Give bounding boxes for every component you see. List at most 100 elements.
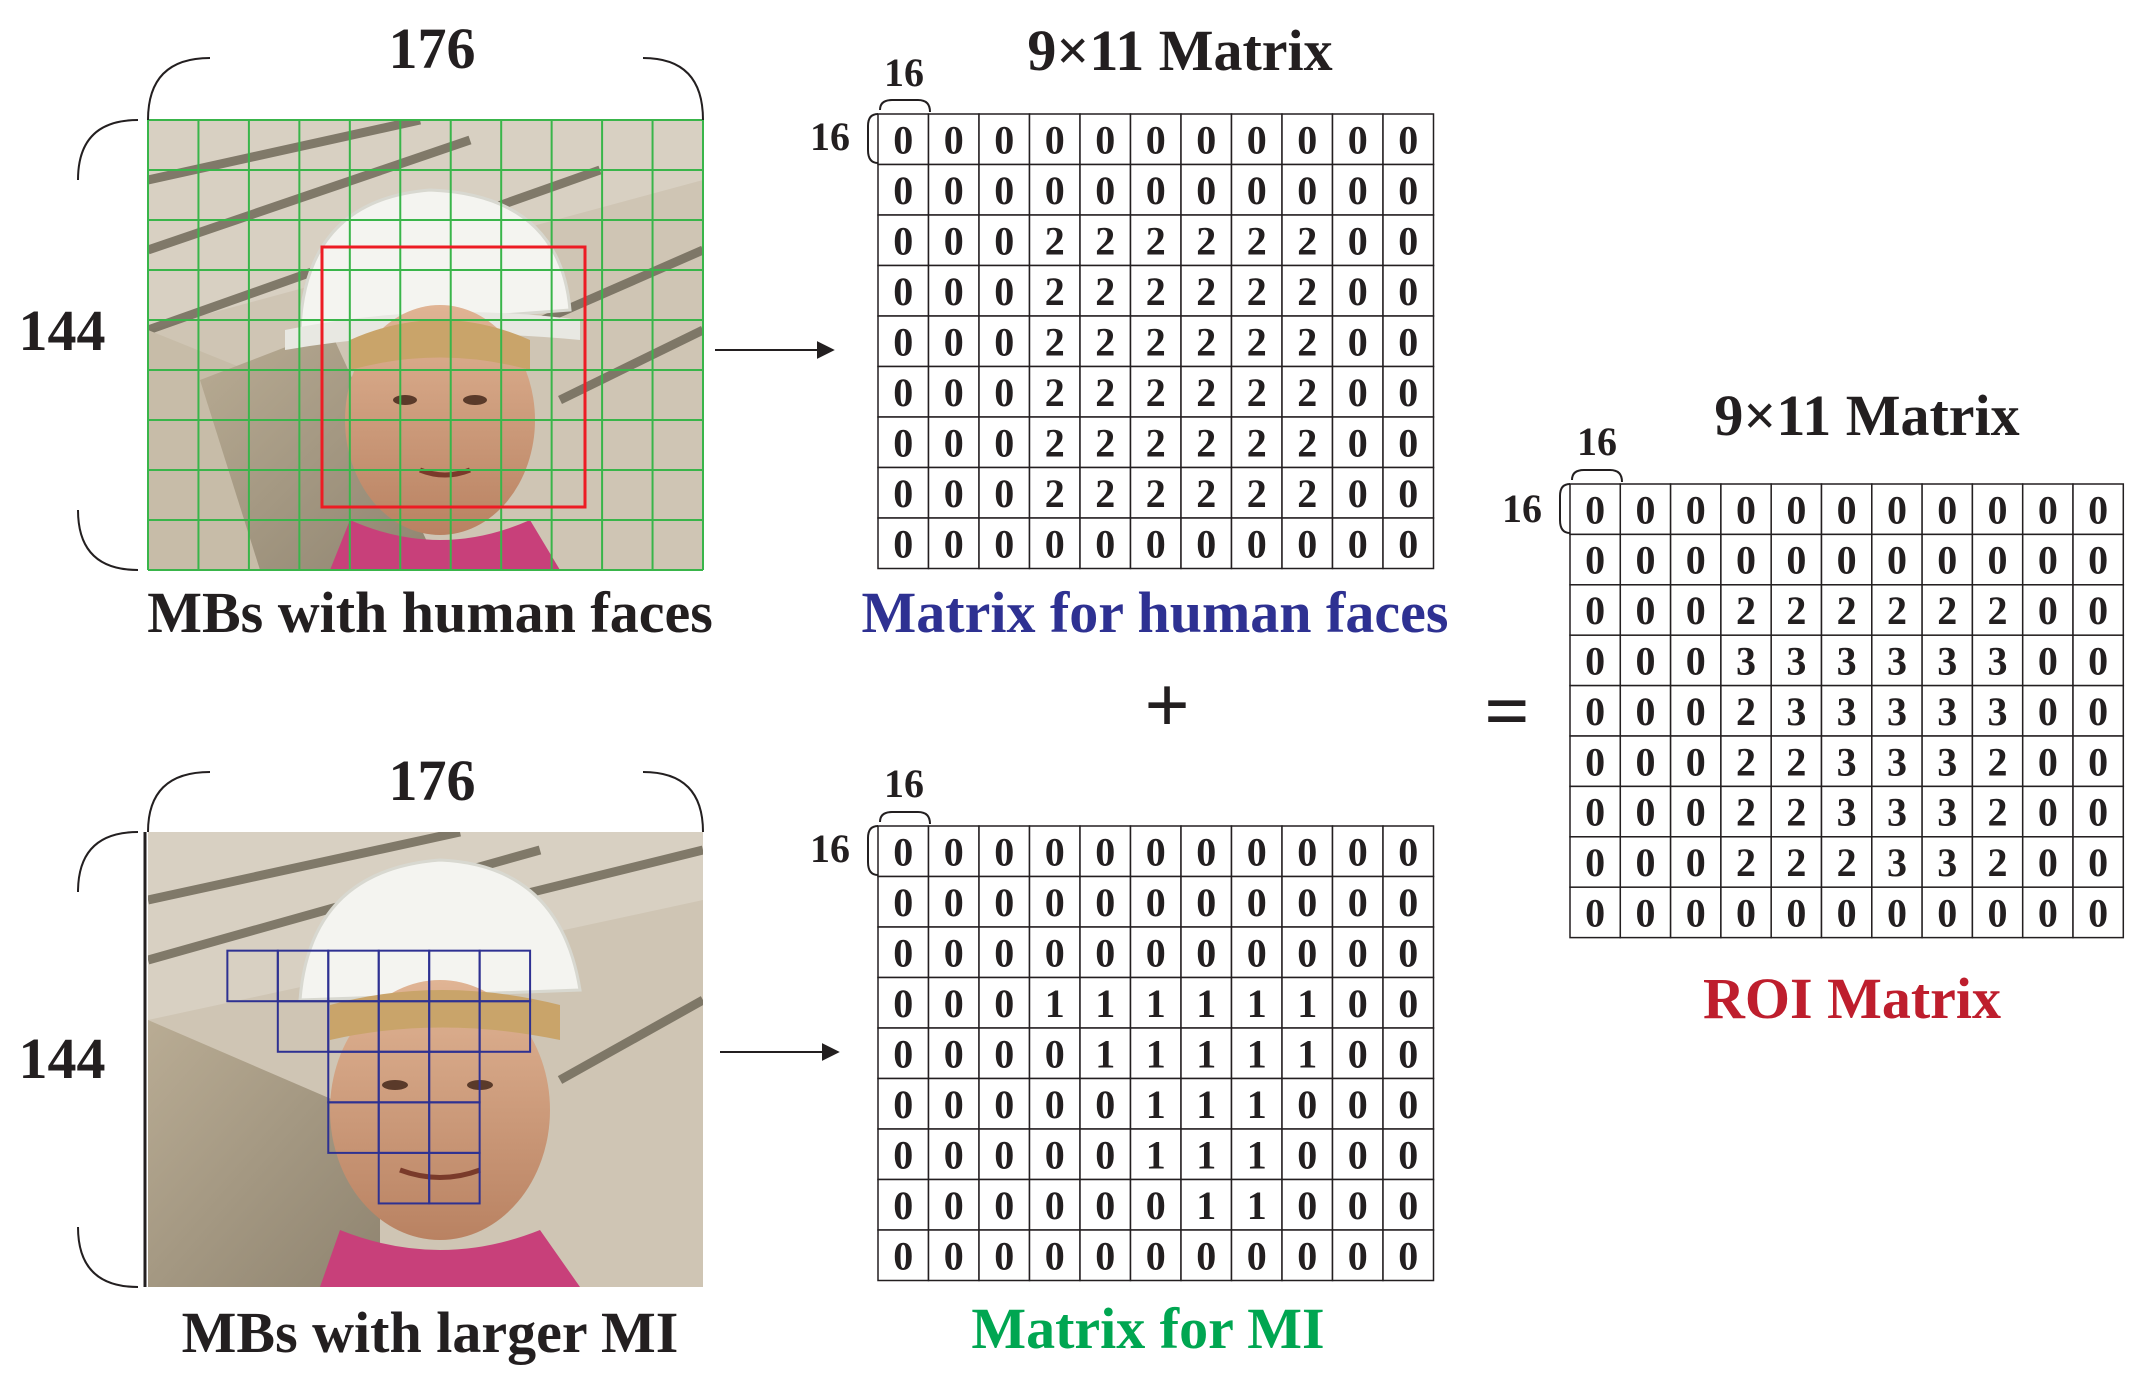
matrix-cell [927, 976, 980, 1029]
matrix-cell-value: 0 [2088, 588, 2108, 633]
matrix-cell [1382, 416, 1435, 469]
matrix-cell [1230, 1229, 1283, 1282]
matrix-cell [1669, 584, 1722, 636]
matrix-cell-value: 0 [1247, 880, 1267, 925]
matrix-cell [978, 976, 1031, 1029]
matrix-cell-value: 2 [1736, 689, 1756, 734]
matrix-cell [1820, 533, 1873, 586]
matrix-cell [1770, 483, 1823, 536]
matrix-cell-value: 1 [1247, 981, 1267, 1026]
matrix-cell-value: 2 [1297, 269, 1317, 314]
matrix-cell-value: 1 [1095, 981, 1115, 1026]
matrix-cell [2021, 836, 2074, 888]
matrix-cell-value: 0 [944, 471, 964, 516]
matrix-cell [1230, 466, 1283, 519]
matrix-cell-value: 2 [1837, 840, 1857, 885]
matrix-cell [1619, 684, 1672, 737]
matrix-cell [1180, 466, 1233, 519]
matrix-cell-value: 0 [1837, 487, 1857, 532]
matrix-cell [1921, 584, 1974, 636]
matrix-cell-value: 0 [2088, 891, 2108, 936]
matrix-cell-value: 2 [1146, 218, 1166, 263]
matrix-cell [1079, 466, 1132, 519]
matrix-cell [978, 416, 1031, 469]
matrix-cell-value: 3 [1786, 639, 1806, 684]
matrix-cell-value: 0 [944, 829, 964, 874]
matrix-cell-value: 1 [1196, 1082, 1216, 1127]
matrix-cell-value: 0 [1146, 1183, 1166, 1228]
matrix-cell-value: 1 [1297, 981, 1317, 1026]
matrix-cell-value: 0 [1686, 891, 1706, 936]
matrix-cell-value: 0 [1045, 117, 1065, 162]
matrix-cell-value: 0 [1297, 1183, 1317, 1228]
matrix-cell-value: 0 [1398, 981, 1418, 1026]
matrix-cell [1971, 684, 2024, 737]
matrix-cell [1129, 517, 1182, 570]
matrix-cell-value: 0 [1196, 930, 1216, 975]
matrix-cell-value: 2 [1988, 739, 2008, 784]
matrix-cell [1281, 113, 1334, 166]
matrix-cell-value: 1 [1146, 1082, 1166, 1127]
matrix-cell-value: 0 [994, 521, 1014, 566]
top-height-label: 144 [19, 298, 106, 363]
matrix-cell-value: 0 [1686, 639, 1706, 684]
matrix-cell-value: 0 [1686, 487, 1706, 532]
top-width-label: 176 [389, 16, 476, 81]
matrix-cell [1180, 214, 1233, 267]
matrix-cell [1871, 886, 1923, 939]
matrix-cell-value: 0 [893, 1082, 913, 1127]
matrix-cell-value: 0 [893, 1132, 913, 1177]
matrix-cell-value: 0 [944, 370, 964, 415]
matrix-cell [1079, 113, 1132, 166]
matrix-cell-value: 0 [1196, 117, 1216, 162]
matrix-cell [927, 926, 980, 979]
matrix-cell [1382, 163, 1435, 216]
matrix-cell-value: 0 [1398, 269, 1418, 314]
matrix-cell-value: 2 [1786, 840, 1806, 885]
matrix-cell [2021, 735, 2074, 788]
matrix-cell-value: 0 [2038, 588, 2058, 633]
matrix-cell [1180, 1077, 1233, 1130]
matrix-cell-value: 0 [1095, 829, 1115, 874]
matrix-cell-value: 0 [994, 471, 1014, 516]
mi-matrix-cell-width-brace [879, 811, 931, 825]
matrix-cell-value: 1 [1146, 981, 1166, 1026]
matrix-cell-value: 0 [1348, 370, 1368, 415]
matrix-cell-value: 0 [1348, 168, 1368, 213]
matrix-cell [1331, 1027, 1384, 1080]
matrix-cell [1180, 926, 1233, 979]
matrix-cell [1230, 1027, 1283, 1080]
matrix-cell-value: 2 [1045, 218, 1065, 263]
matrix-cell-value: 0 [1045, 930, 1065, 975]
matrix-cell [1382, 517, 1435, 570]
matrix-cell-value: 0 [1045, 521, 1065, 566]
matrix-cell-value: 2 [1095, 370, 1115, 415]
matrix-cell [927, 875, 980, 928]
matrix-cell-value: 2 [1786, 588, 1806, 633]
matrix-cell-value: 0 [893, 1031, 913, 1076]
matrix-cell-value: 0 [2088, 487, 2108, 532]
matrix-cell [1079, 517, 1132, 570]
matrix-cell [1770, 584, 1823, 636]
matrix-cell [1129, 466, 1182, 519]
matrix-cell [978, 1128, 1031, 1181]
matrix-cell [978, 113, 1031, 166]
matrix-cell [1331, 1229, 1384, 1282]
matrix-cell [1028, 315, 1081, 368]
matrix-cell-value: 0 [1146, 930, 1166, 975]
matrix-cell [1230, 113, 1283, 166]
matrix-cell [1382, 315, 1435, 368]
matrix-cell-value: 0 [994, 420, 1014, 465]
matrix-cell-value: 0 [1398, 1183, 1418, 1228]
equals-sign: = [1484, 668, 1530, 756]
matrix-cell-value: 0 [1095, 117, 1115, 162]
matrix-cell-value: 0 [994, 269, 1014, 314]
matrix-cell-value: 0 [1146, 829, 1166, 874]
matrix-cell-value: 3 [1887, 790, 1907, 835]
matrix-cell-value: 0 [1196, 880, 1216, 925]
matrix-cell-value: 1 [1146, 1031, 1166, 1076]
matrix-cell-value: 0 [1398, 370, 1418, 415]
matrix-cell [1921, 483, 1974, 536]
matrix-cell [1180, 113, 1233, 166]
